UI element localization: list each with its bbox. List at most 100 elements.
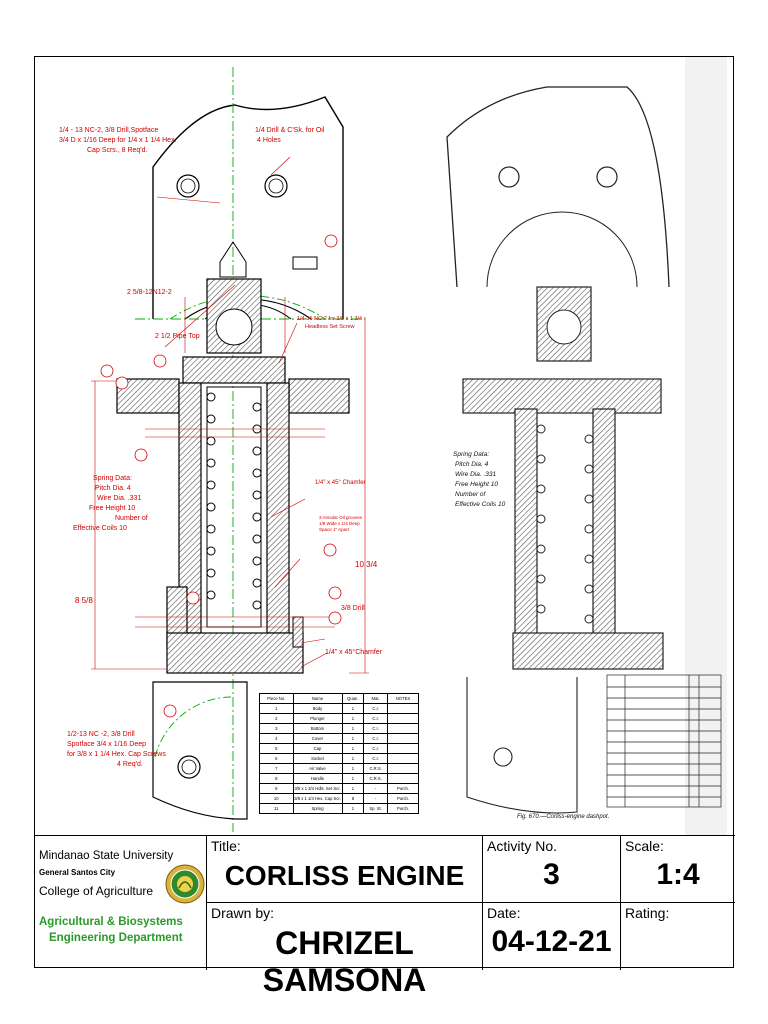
figure-caption: Fig. 670.—Corliss-engine dashpot. — [517, 814, 610, 820]
cell: 8 — [341, 793, 365, 804]
cell — [387, 763, 419, 774]
cell: Purch. — [387, 803, 419, 814]
note-grooves-3: Space 1" Apart — [319, 527, 349, 532]
cell: 1 — [341, 703, 365, 714]
school-info: Mindanao State University General Santos… — [35, 836, 207, 970]
header-mat: Mat. — [363, 693, 388, 704]
cell: 6 — [259, 753, 294, 764]
header-name: Name — [292, 693, 343, 704]
cad-drawing — [91, 67, 369, 832]
cell: Spring — [292, 803, 343, 814]
note-bottom-1: 1/2-13 NC -2, 3/8 Drill — [67, 731, 135, 738]
scale-value: 1:4 — [656, 858, 700, 891]
cell: Cover — [292, 733, 343, 744]
university-seal-icon — [165, 864, 205, 904]
cell: 3 — [259, 723, 294, 734]
drawing-sheet: 1/4 - 13 NC-2, 3/8 Drill,Spotface 3/4 D … — [34, 56, 735, 998]
note-bottom-4: 4 Req'd. — [117, 761, 143, 768]
note-pipe-top: 2 1/2 Pipe Top — [155, 333, 200, 340]
cell: Purch. — [387, 783, 419, 794]
scan-spring-5: Number of — [455, 491, 486, 498]
scan-spring-3: Wire Dia. .331 — [455, 471, 497, 478]
rating-label: Rating: — [625, 905, 670, 921]
cell: Purch. — [387, 793, 419, 804]
city-name: General Santos City — [39, 868, 116, 877]
cell: 2 — [259, 713, 294, 724]
note-top-right-1: 1/4 Drill & C'Sk. for Oil — [255, 127, 325, 134]
parts-table-header: Piece No. Name Quan. Mat. NOTES — [259, 693, 419, 704]
cell: 4 — [259, 733, 294, 744]
cell: 1 — [341, 753, 365, 764]
note-top-left-3: Cap Scrs., 8 Req'd. — [87, 147, 148, 154]
cell: C.R.S. — [363, 763, 388, 774]
drawn-by-cell: Drawn by: CHRIZEL SAMSONA — [207, 903, 483, 998]
cell: 1 — [341, 763, 365, 774]
date-cell: Date: 04-12-21 — [483, 903, 621, 970]
cell: C.I. — [363, 703, 388, 714]
drawn-by-name: CHRIZEL SAMSONA — [262, 925, 427, 998]
spring-data-1: Spring Data: — [93, 475, 132, 482]
note-top-left-2: 3/4 D x 1/16 Deep for 1/4 x 1 1/4 Hex. — [59, 137, 177, 144]
dim-side: 10 3/4 — [355, 560, 378, 569]
scale-cell: Scale: 1:4 — [621, 836, 735, 903]
scan-spring-6: Effective Coils 10 — [455, 501, 506, 508]
cell — [387, 733, 419, 744]
drawn-by-label: Drawn by: — [211, 905, 275, 921]
cell — [387, 753, 419, 764]
date-value: 04-12-21 — [491, 925, 612, 958]
cell: Sp. St. — [363, 803, 388, 814]
cell: C.I. — [363, 713, 388, 724]
activity-label: Activity No. — [487, 838, 558, 854]
note-thread-top: 2 5/8-12N12-2 — [127, 289, 172, 296]
cell: 1 — [341, 713, 365, 724]
note-chamfer-2: 1/4" x 45°Chamfer — [325, 649, 383, 656]
cell: 5 — [259, 743, 294, 754]
spring-data-6: Effective Coils 10 — [73, 525, 127, 532]
cell: Bottom — [292, 723, 343, 734]
cell: 11 — [259, 803, 294, 814]
cell: 1 — [341, 733, 365, 744]
cell: C.I. — [363, 743, 388, 754]
scanned-reference-drawing — [427, 57, 727, 835]
college-name: College of Agriculture — [39, 884, 154, 898]
note-grooves-1: 3 Annular Oil grooves — [319, 515, 363, 520]
cell: 1 — [341, 743, 365, 754]
cell: Body — [292, 703, 343, 714]
cell: C.I. — [363, 723, 388, 734]
note-headless-1: 1/4-16 NC-2 for 3/8 x 1 3/4 — [297, 316, 363, 322]
spring-data-4: Free Height 10 — [89, 505, 136, 512]
scan-spring-1: Spring Data: — [453, 451, 490, 458]
cell: 9 — [259, 783, 294, 794]
dim-left: 8 5/8 — [75, 596, 93, 605]
cell: 1 — [341, 773, 365, 784]
cell: Plunger — [292, 713, 343, 724]
cell: 10 — [259, 793, 294, 804]
activity-cell: Activity No. 3 — [483, 836, 621, 903]
department-line-1: Agricultural & Biosystems — [39, 916, 183, 928]
note-headless-2: Headless Set Screw — [305, 324, 355, 330]
cell: 1 — [341, 803, 365, 814]
note-top-left-1: 1/4 - 13 NC-2, 3/8 Drill,Spotface — [59, 127, 159, 134]
header-quan: Quan. — [341, 693, 365, 704]
date-label: Date: — [487, 905, 521, 921]
note-grooves-2: 1/8 Wide x 1/4 Deep — [319, 521, 360, 526]
spring-data-2: Pitch Dia. 4 — [95, 485, 131, 492]
cell: 3/8 x 1 1/4 Hex. Cap Scr. — [292, 793, 343, 804]
drawings-area: 1/4 - 13 NC-2, 3/8 Drill,Spotface 3/4 D … — [35, 57, 735, 835]
cell: Socket — [292, 753, 343, 764]
department-line-2: Engineering Department — [49, 932, 183, 944]
cell: C.I. — [363, 733, 388, 744]
cell: Handle — [292, 773, 343, 784]
scan-spring-2: Pitch Dia. 4 — [455, 461, 489, 468]
cell — [387, 773, 419, 784]
scan-spring-4: Free Height 10 — [455, 481, 498, 488]
note-drill: 3/8 Drill — [341, 605, 365, 612]
